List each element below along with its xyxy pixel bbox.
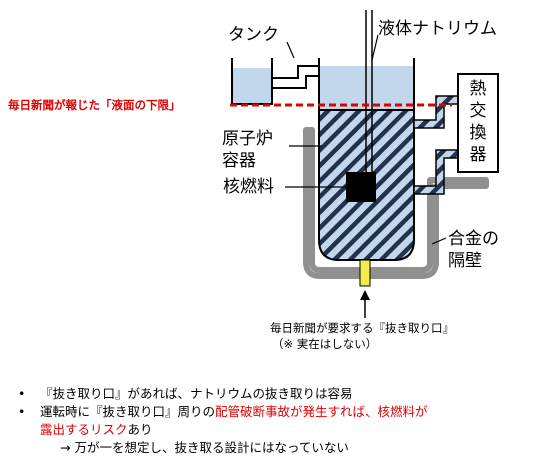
hx-pipe-upper xyxy=(413,95,459,129)
tank-label: タンク xyxy=(228,25,279,45)
bullet-item-1: • 『抜き取り口』があれば、ナトリウムの抜き取りは容易 xyxy=(18,386,353,401)
tank-pipe xyxy=(272,65,319,79)
reactor-vessel-label: 原子炉 容器 xyxy=(222,129,273,171)
reactor-diagram xyxy=(230,10,499,318)
bullet-item-2-cont: 露出するリスクあり xyxy=(40,422,153,437)
alloy-wall xyxy=(303,127,489,279)
fuel-label: 核燃料 xyxy=(223,177,274,197)
drain-port-note: 毎日新聞が要求する『抜き取り口』 （※ 実在はしない） xyxy=(270,321,454,351)
bullet-marker: • xyxy=(18,404,26,419)
liquid-sodium-label: 液体ナトリウム xyxy=(378,19,497,39)
bullet-item-2: • 運転時に『抜き取り口』周りの配管破断事故が発生すれば、核燃料が xyxy=(18,404,428,419)
bullet-subnote: → 万が一を想定し、抜き取る設計にはなっていない xyxy=(60,440,349,455)
bullet-marker: • xyxy=(18,386,26,401)
fuel-block xyxy=(346,172,376,202)
liquid-level-annotation: 毎日新聞が報じた「液面の下限」 xyxy=(8,98,181,112)
heat-exchanger-label: 熱 交 換 器 xyxy=(469,79,487,165)
drain-port xyxy=(359,259,371,287)
heat-exchanger-box xyxy=(457,73,499,173)
bullet-list: • 『抜き取り口』があれば、ナトリウムの抜き取りは容易 • 運転時に『抜き取り口… xyxy=(18,385,428,457)
tank-sodium xyxy=(232,68,272,104)
alloy-wall-label: 合金の 隔壁 xyxy=(448,229,499,271)
